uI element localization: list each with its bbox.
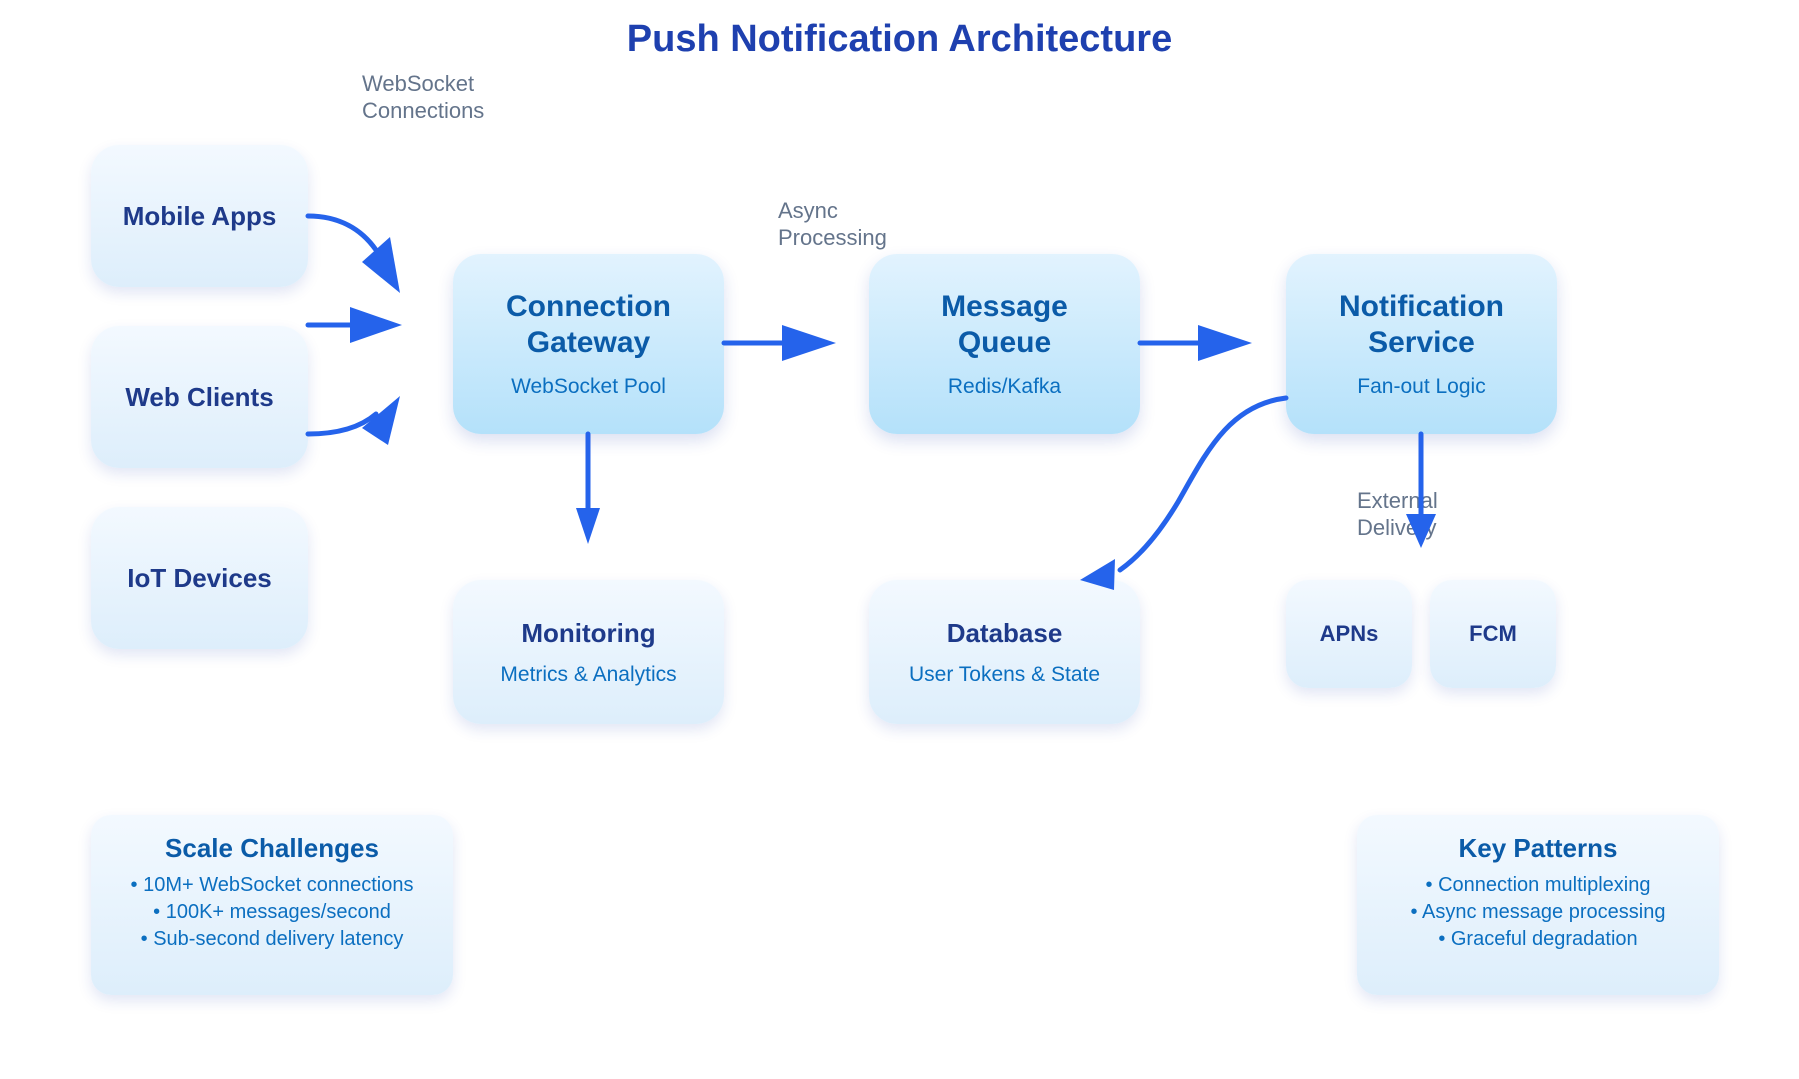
notification-service-node[interactable]: Notification Service Fan-out Logic xyxy=(1286,254,1557,434)
mobile-apps-node[interactable]: Mobile Apps xyxy=(91,145,308,287)
arrowhead-web xyxy=(350,307,402,343)
web-clients-node[interactable]: Web Clients xyxy=(91,326,308,468)
mobile-apps-label: Mobile Apps xyxy=(122,200,277,231)
scale-challenges-panel: Scale Challenges • 10M+ WebSocket connec… xyxy=(91,815,453,995)
monitoring-subtitle: Metrics & Analytics xyxy=(500,662,677,686)
async-label-line-1: Async xyxy=(778,198,838,223)
apns-node[interactable]: APNs xyxy=(1286,580,1412,688)
arrowhead-database xyxy=(1080,559,1115,590)
iot-devices-label: IoT Devices xyxy=(127,562,272,593)
notification-service-title: Notification Service xyxy=(1339,289,1504,361)
apns-label: APNs xyxy=(1319,621,1379,646)
async-processing-label: Async Processing xyxy=(778,197,887,251)
arrow-mobile-to-gateway xyxy=(305,213,379,253)
key-pattern-item: • Graceful degradation xyxy=(1438,928,1638,950)
database-subtitle: User Tokens & State xyxy=(908,662,1101,686)
database-title: Database xyxy=(946,617,1063,648)
message-queue-node[interactable]: Message Queue Redis/Kafka xyxy=(869,254,1140,434)
notification-service-subtitle: Fan-out Logic xyxy=(1357,375,1486,398)
arrowhead-monitoring xyxy=(576,508,600,544)
connection-gateway-title: Connection Gateway xyxy=(506,289,671,361)
scale-challenges-title: Scale Challenges xyxy=(165,833,379,863)
arrow-notification-to-database xyxy=(1117,395,1289,573)
monitoring-node[interactable]: Monitoring Metrics & Analytics xyxy=(453,580,724,724)
websocket-connections-label: WebSocket Connections xyxy=(362,70,484,124)
key-pattern-item: • Connection multiplexing xyxy=(1425,874,1651,896)
websocket-label-line-2: Connections xyxy=(362,98,485,123)
key-patterns-panel: Key Patterns • Connection multiplexing •… xyxy=(1357,815,1719,995)
external-label-line-1: External xyxy=(1357,488,1438,513)
notification-service-title-line-1: Notification xyxy=(1339,290,1504,323)
connection-gateway-node[interactable]: Connection Gateway WebSocket Pool xyxy=(453,254,724,434)
message-queue-title: Message Queue xyxy=(941,289,1068,361)
message-queue-title-line-2: Queue xyxy=(957,326,1052,359)
fcm-label: FCM xyxy=(1469,621,1517,646)
monitoring-title: Monitoring xyxy=(521,617,656,648)
database-node[interactable]: Database User Tokens & State xyxy=(869,580,1140,724)
arrow-webclient-curve-to-gateway xyxy=(305,411,379,437)
message-queue-title-line-1: Message xyxy=(941,290,1068,323)
fcm-node[interactable]: FCM xyxy=(1430,580,1556,688)
connection-gateway-subtitle: WebSocket Pool xyxy=(511,375,666,398)
notification-service-title-line-2: Service xyxy=(1368,326,1475,359)
message-queue-subtitle: Redis/Kafka xyxy=(947,375,1062,398)
iot-devices-node[interactable]: IoT Devices xyxy=(91,507,308,649)
scale-challenge-item: • 100K+ messages/second xyxy=(153,901,391,923)
scale-challenge-item: • 10M+ WebSocket connections xyxy=(130,874,414,896)
key-patterns-title: Key Patterns xyxy=(1458,833,1618,863)
diagram-title: Push Notification Architecture xyxy=(626,18,1173,60)
async-label-line-2: Processing xyxy=(778,225,887,250)
arrowhead-mobile xyxy=(362,237,400,293)
connection-gateway-title-line-2: Gateway xyxy=(526,326,651,359)
key-pattern-item: • Async message processing xyxy=(1410,901,1666,923)
websocket-label-line-1: WebSocket xyxy=(362,71,475,96)
arrowhead-queue-to-notification xyxy=(1198,325,1252,361)
arrowhead-gateway-to-queue xyxy=(782,325,836,361)
arrowhead-apns-fcm xyxy=(1406,514,1436,548)
scale-challenge-item: • Sub-second delivery latency xyxy=(140,928,404,950)
connection-gateway-title-line-1: Connection xyxy=(506,290,671,323)
arrowhead-webclient xyxy=(362,396,400,445)
web-clients-label: Web Clients xyxy=(125,381,274,412)
